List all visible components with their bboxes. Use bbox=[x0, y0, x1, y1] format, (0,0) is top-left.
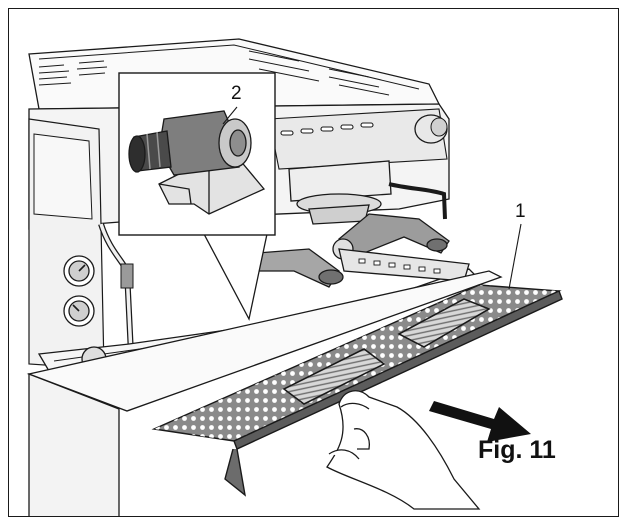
callout-1-leader bbox=[508, 223, 522, 290]
group-head bbox=[288, 160, 447, 225]
detail-inset bbox=[118, 72, 276, 321]
figure-caption: Fig. 11 bbox=[478, 436, 556, 464]
drain-connector-part bbox=[128, 110, 266, 215]
steam-wand bbox=[98, 223, 134, 355]
callout-label-1: 1 bbox=[515, 201, 526, 222]
drip-tray bbox=[151, 284, 563, 497]
figure-frame: 1 2 Fig. 11 bbox=[8, 8, 619, 517]
portafilter-handles bbox=[243, 213, 450, 288]
pull-direction-arrow bbox=[429, 401, 531, 442]
machine-base bbox=[26, 270, 503, 516]
pressure-gauges bbox=[63, 255, 95, 327]
espresso-machine-illustration bbox=[26, 38, 563, 516]
callout-label-2: 2 bbox=[231, 83, 242, 104]
hand bbox=[326, 390, 481, 510]
